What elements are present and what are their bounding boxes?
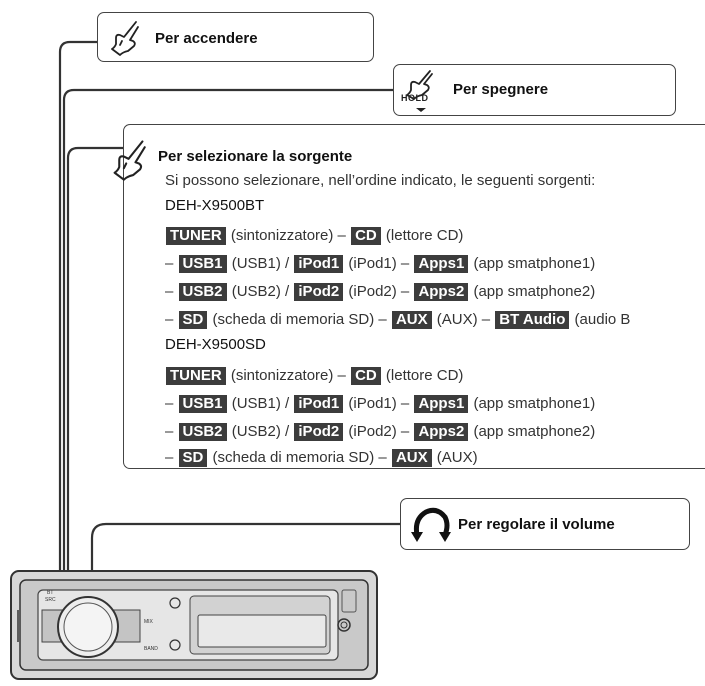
source-row: TUNER (sintonizzatore) – CD (lettore CD) (165, 226, 463, 246)
model-name: DEH-X9500SD (165, 336, 266, 353)
power-on-label: Per accendere (155, 30, 258, 47)
source-row: – USB2 (USB2) / iPod2 (iPod2) – Apps2 (a… (165, 282, 595, 302)
source-text: (iPod2) – (344, 283, 414, 300)
press-finger-icon (111, 21, 139, 56)
select-source-label: Per selezionare la sorgente (158, 148, 353, 165)
source-badge: Apps2 (414, 423, 469, 441)
source-text: (scheda di memoria SD) – (208, 311, 391, 328)
source-text: (AUX) – (432, 311, 495, 328)
volume-callout (400, 498, 690, 550)
model-name: DEH-X9500BT (165, 197, 265, 214)
power-on-callout (97, 12, 374, 62)
source-badge: USB1 (178, 255, 227, 273)
source-text: (iPod2) – (344, 423, 414, 440)
source-row: – USB1 (USB1) / iPod1 (iPod1) – Apps1 (a… (165, 254, 595, 274)
source-text: – (165, 449, 178, 466)
source-row: – SD (scheda di memoria SD) – AUX (AUX) … (165, 310, 630, 330)
source-row: – USB2 (USB2) / iPod2 (iPod2) – Apps2 (a… (165, 422, 595, 442)
source-badge: USB2 (178, 423, 227, 441)
source-badge: USB1 (178, 395, 227, 413)
source-text: (app smatphone2) (469, 283, 596, 300)
source-text: (lettore CD) (381, 367, 464, 384)
press-finger-icon (113, 140, 146, 181)
source-badge: SD (178, 449, 208, 467)
source-badge: Apps2 (414, 283, 469, 301)
source-badge: CD (351, 367, 381, 385)
source-text: – (165, 311, 178, 328)
source-text: (USB1) / (227, 255, 294, 272)
source-text: (iPod1) – (344, 395, 414, 412)
source-text: (sintonizzatore) – (226, 367, 351, 384)
source-badge: USB2 (178, 283, 227, 301)
source-text: (AUX) (432, 449, 478, 466)
source-text: – (165, 283, 178, 300)
bt-button-label[interactable]: BT (47, 590, 54, 596)
source-text: (audio B (570, 311, 631, 328)
source-badge: SD (178, 311, 208, 329)
head-unit-illustration (10, 570, 378, 680)
source-text: – (165, 423, 178, 440)
volume-label: Per regolare il volume (458, 516, 615, 533)
source-badge: AUX (391, 449, 432, 467)
source-text: (app smatphone1) (469, 255, 596, 272)
source-badge: iPod1 (294, 395, 344, 413)
band-button-label[interactable]: BAND (144, 646, 158, 652)
source-badge: iPod2 (294, 283, 344, 301)
mix-button-label[interactable]: MIX (144, 619, 153, 625)
source-row: – USB1 (USB1) / iPod1 (iPod1) – Apps1 (a… (165, 394, 595, 414)
source-badge: CD (351, 227, 381, 245)
source-intro: Si possono selezionare, nell’ordine indi… (165, 172, 596, 189)
power-off-callout: HOLD (393, 64, 676, 116)
source-text: (sintonizzatore) – (226, 227, 351, 244)
source-text: (lettore CD) (381, 227, 464, 244)
source-row: – SD (scheda di memoria SD) – AUX (AUX) (165, 448, 478, 468)
source-text: (app smatphone1) (469, 395, 596, 412)
source-text: (USB1) / (227, 395, 294, 412)
source-badge: TUNER (166, 367, 226, 385)
source-badge: BT Audio (495, 311, 570, 329)
power-off-label: Per spegnere (453, 81, 549, 98)
source-badge: iPod2 (294, 423, 344, 441)
source-badge: Apps1 (414, 255, 469, 273)
rotate-knob-icon (411, 507, 451, 542)
source-badge: iPod1 (294, 255, 344, 273)
src-button-label[interactable]: SRC (45, 597, 56, 603)
source-text: (iPod1) – (344, 255, 414, 272)
source-badge: TUNER (166, 227, 226, 245)
source-row: TUNER (sintonizzatore) – CD (lettore CD) (165, 366, 463, 386)
hold-finger-icon (406, 70, 433, 112)
source-text: – (165, 395, 178, 412)
source-text: (USB2) / (227, 423, 294, 440)
source-badge: AUX (391, 311, 432, 329)
source-text: (app smatphone2) (469, 423, 596, 440)
source-text: (scheda di memoria SD) – (208, 449, 391, 466)
hold-label: HOLD (401, 93, 429, 103)
source-badge: Apps1 (414, 395, 469, 413)
source-text: (USB2) / (227, 283, 294, 300)
source-text: – (165, 255, 178, 272)
